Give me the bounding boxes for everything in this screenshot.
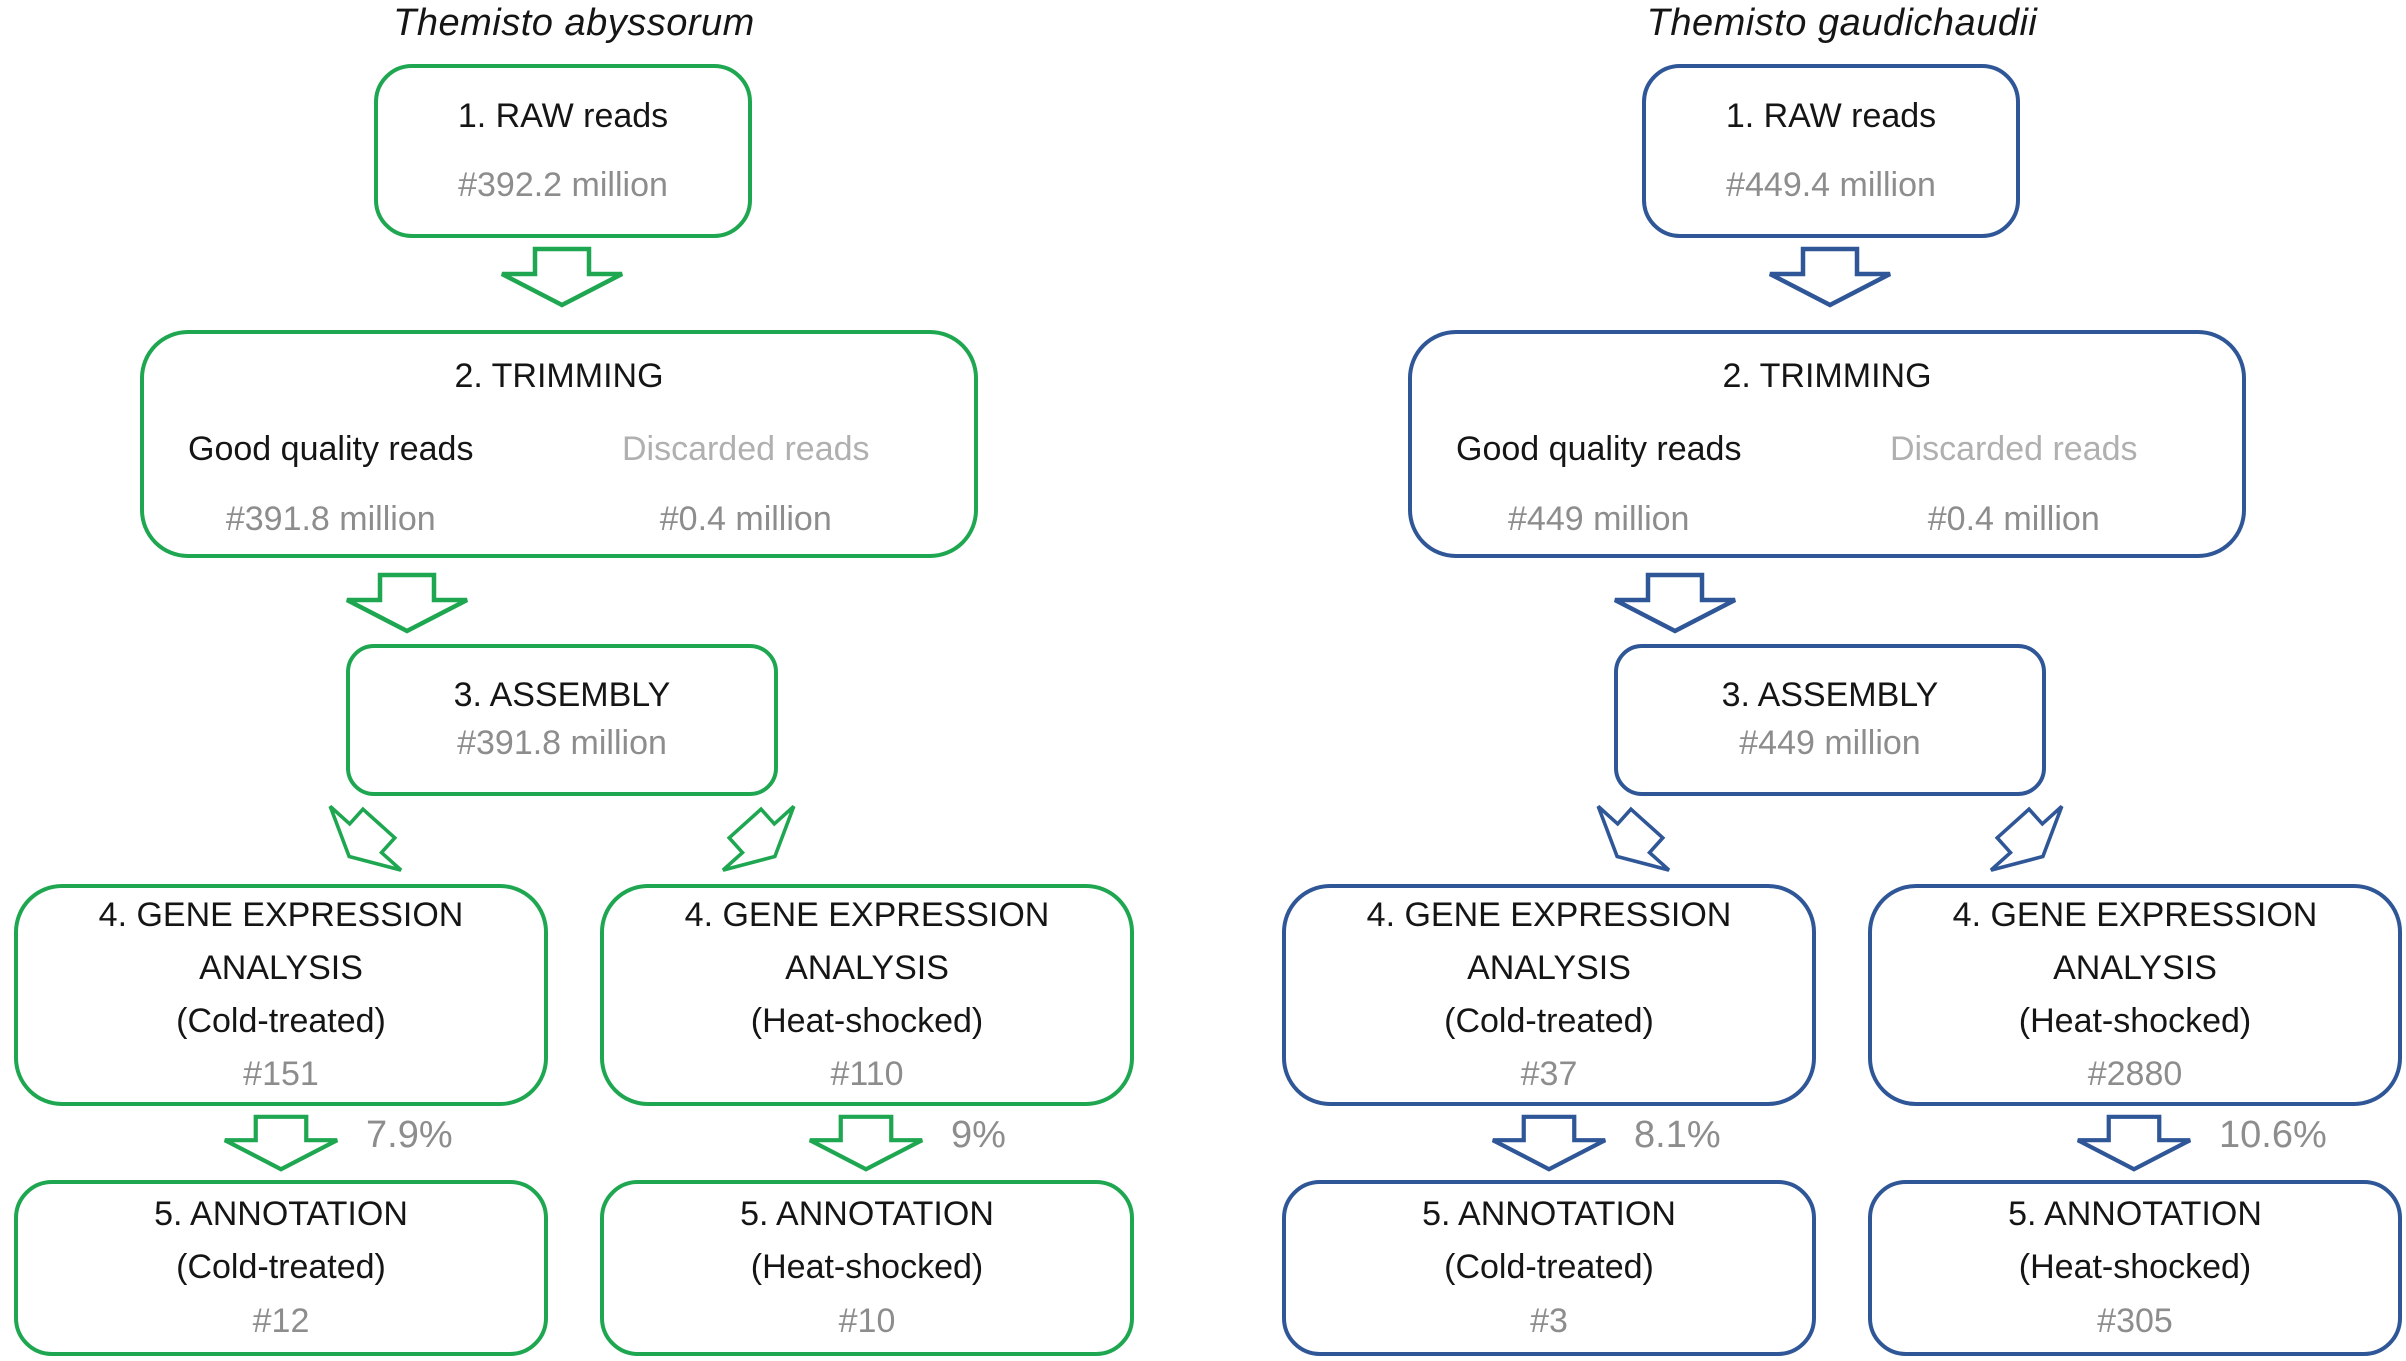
trimming-box: 2. TRIMMING Good quality reads Discarded… xyxy=(1408,330,2246,558)
down-arrow-icon xyxy=(500,246,624,308)
gene-expression-count: #37 xyxy=(1520,1055,1578,1094)
assembly-box: 3. ASSEMBLY #391.8 million xyxy=(346,644,778,796)
raw-reads-count: #449.4 million xyxy=(1726,166,1936,205)
annotation-treatment: (Heat-shocked) xyxy=(750,1248,984,1287)
discarded-count: #0.4 million xyxy=(659,500,832,539)
gene-expression-heat-box: 4. GENE EXPRESSION ANALYSIS (Heat-shocke… xyxy=(600,884,1134,1106)
down-arrow-icon xyxy=(1768,246,1892,308)
discarded-count: #0.4 million xyxy=(1927,500,2100,539)
assembly-box: 3. ASSEMBLY #449 million xyxy=(1614,644,2046,796)
raw-reads-box: 1. RAW reads #392.2 million xyxy=(374,64,752,238)
good-quality-count: #391.8 million xyxy=(225,500,436,539)
down-arrow-icon xyxy=(2076,1114,2192,1172)
annotation-treatment: (Heat-shocked) xyxy=(2018,1248,2252,1287)
annotation-label: 5. ANNOTATION xyxy=(154,1195,408,1234)
down-left-arrow-icon xyxy=(328,805,403,872)
annotation-treatment: (Cold-treated) xyxy=(176,1248,386,1287)
annotation-label: 5. ANNOTATION xyxy=(740,1195,994,1234)
annotation-percent-cold: 8.1% xyxy=(1634,1114,1721,1156)
annotation-count: #3 xyxy=(1530,1301,1568,1340)
gene-expression-treatment: (Heat-shocked) xyxy=(750,1002,984,1040)
down-arrow-icon xyxy=(1613,572,1737,634)
gene-expression-line1: 4. GENE EXPRESSION xyxy=(1366,895,1732,934)
gene-expression-line1: 4. GENE EXPRESSION xyxy=(684,895,1050,934)
down-right-arrow-icon xyxy=(1989,805,2064,872)
down-right-arrow-icon xyxy=(721,805,796,872)
gene-expression-treatment: (Cold-treated) xyxy=(1444,1002,1654,1040)
gene-expression-count: #2880 xyxy=(2087,1055,2183,1094)
down-arrow-icon xyxy=(1491,1114,1607,1172)
trimming-columns: Good quality reads Discarded reads #449 … xyxy=(1412,423,2242,546)
gene-expression-line1: 4. GENE EXPRESSION xyxy=(1952,895,2318,934)
annotation-cold-box: 5. ANNOTATION (Cold-treated) #12 xyxy=(14,1180,548,1356)
discarded-label: Discarded reads xyxy=(621,429,870,468)
annotation-count: #12 xyxy=(252,1301,310,1340)
gene-expression-count: #110 xyxy=(830,1055,904,1094)
gene-expression-line2: ANALYSIS xyxy=(1467,948,1631,987)
trimming-label: 2. TRIMMING xyxy=(1722,357,1932,395)
annotation-treatment: (Cold-treated) xyxy=(1444,1248,1654,1287)
annotation-percent-cold: 7.9% xyxy=(366,1114,453,1156)
annotation-heat-box: 5. ANNOTATION (Heat-shocked) #10 xyxy=(600,1180,1134,1356)
gene-expression-cold-box: 4. GENE EXPRESSION ANALYSIS (Cold-treate… xyxy=(14,884,548,1106)
assembly-count: #449 million xyxy=(1739,724,1921,762)
gene-expression-line2: ANALYSIS xyxy=(199,948,363,987)
annotation-percent-heat: 10.6% xyxy=(2219,1114,2327,1156)
trimming-columns: Good quality reads Discarded reads #391.… xyxy=(144,423,974,546)
gene-expression-cold-box: 4. GENE EXPRESSION ANALYSIS (Cold-treate… xyxy=(1282,884,1816,1106)
annotation-cold-box: 5. ANNOTATION (Cold-treated) #3 xyxy=(1282,1180,1816,1356)
good-quality-label: Good quality reads xyxy=(1456,429,1742,468)
good-quality-label: Good quality reads xyxy=(188,429,474,468)
annotation-label: 5. ANNOTATION xyxy=(1422,1195,1676,1234)
species-title: Themisto abyssorum xyxy=(393,2,755,44)
gene-expression-heat-box: 4. GENE EXPRESSION ANALYSIS (Heat-shocke… xyxy=(1868,884,2402,1106)
trimming-box: 2. TRIMMING Good quality reads Discarded… xyxy=(140,330,978,558)
down-left-arrow-icon xyxy=(1596,805,1671,872)
annotation-heat-box: 5. ANNOTATION (Heat-shocked) #305 xyxy=(1868,1180,2402,1356)
raw-reads-label: 1. RAW reads xyxy=(1725,97,1937,136)
down-arrow-icon xyxy=(345,572,469,634)
gene-expression-treatment: (Heat-shocked) xyxy=(2018,1002,2252,1040)
assembly-label: 3. ASSEMBLY xyxy=(1721,676,1939,715)
annotation-count: #10 xyxy=(838,1301,896,1340)
raw-reads-count: #392.2 million xyxy=(458,166,668,205)
discarded-label: Discarded reads xyxy=(1889,429,2138,468)
good-quality-count: #449 million xyxy=(1508,500,1690,539)
down-arrow-icon xyxy=(223,1114,339,1172)
annotation-count: #305 xyxy=(2097,1301,2173,1340)
gene-expression-line1: 4. GENE EXPRESSION xyxy=(98,895,464,934)
gene-expression-treatment: (Cold-treated) xyxy=(176,1002,386,1040)
species-title: Themisto gaudichaudii xyxy=(1646,2,2038,44)
annotation-label: 5. ANNOTATION xyxy=(2008,1195,2262,1234)
gene-expression-line2: ANALYSIS xyxy=(785,948,949,987)
down-arrow-icon xyxy=(808,1114,924,1172)
gene-expression-count: #151 xyxy=(243,1055,319,1094)
assembly-label: 3. ASSEMBLY xyxy=(453,676,671,715)
annotation-percent-heat: 9% xyxy=(951,1114,1006,1156)
trimming-label: 2. TRIMMING xyxy=(454,357,664,395)
flowchart-themisto-gaudichaudii: Themisto gaudichaudii 1. RAW reads #449.… xyxy=(1272,0,2406,1361)
gene-expression-line2: ANALYSIS xyxy=(2053,948,2217,987)
assembly-count: #391.8 million xyxy=(457,724,667,762)
raw-reads-label: 1. RAW reads xyxy=(457,97,669,136)
raw-reads-box: 1. RAW reads #449.4 million xyxy=(1642,64,2020,238)
flowchart-themisto-abyssorum: Themisto abyssorum 1. RAW reads #392.2 m… xyxy=(4,0,1144,1361)
